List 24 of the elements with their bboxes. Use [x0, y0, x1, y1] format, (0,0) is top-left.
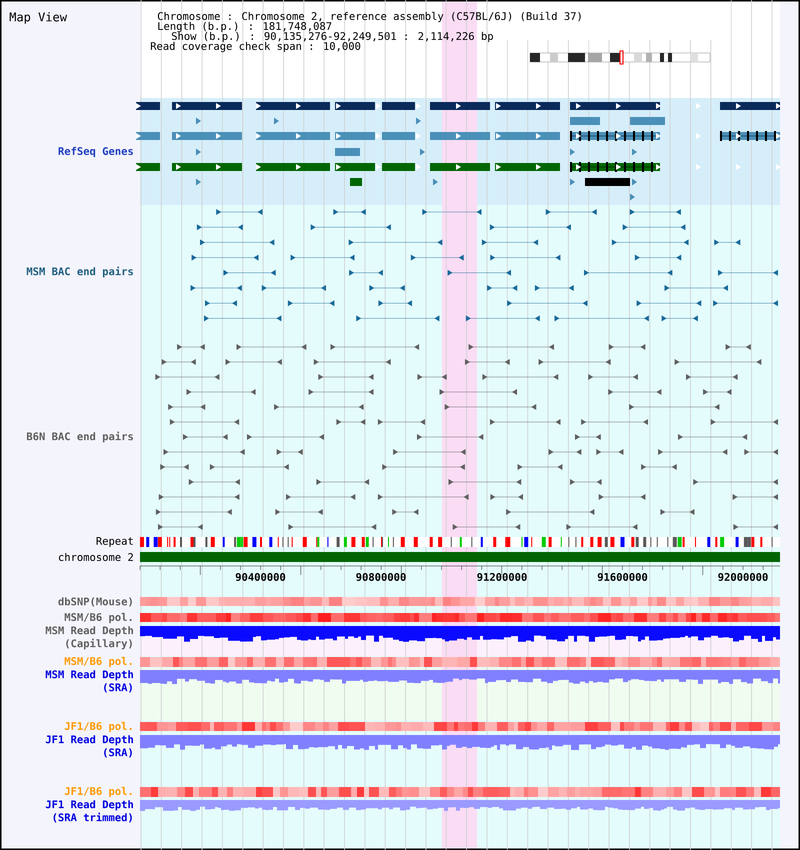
- header-text: Read coverage check span : 10,000: [150, 42, 360, 52]
- track-label: chromosome 2: [58, 552, 133, 562]
- header-text: Show (b.p.) : 90,135,276-92,249,501 : 2,114,226 bp: [172, 32, 493, 42]
- tick-label: 91600000: [598, 573, 648, 581]
- track-label: MSM Read Depth (SRA): [46, 670, 133, 693]
- track-label: B6N BAC end pairs: [26, 432, 133, 442]
- tick-label: 90800000: [356, 573, 406, 581]
- header-text: Chromosome : Chromosome 2, reference assembly (C57BL/6J) (Build 37): [158, 12, 581, 22]
- title: Map View: [10, 12, 67, 24]
- track-label: JF1 Read Depth (SRA): [46, 735, 133, 758]
- track-label: MSM BAC end pairs: [26, 266, 133, 278]
- tick-label: 92000000: [718, 573, 768, 581]
- track-label: JF1 Read Depth (SRA trimmed): [46, 800, 133, 823]
- track-label: JF1/B6 pol.: [64, 786, 132, 798]
- header-text: Length (b.p.) : 181,748,087: [158, 22, 332, 32]
- track-label: Repeat: [96, 537, 133, 547]
- track-label: JF1/B6 pol.: [64, 722, 132, 732]
- track-label: RefSeq Genes: [58, 146, 133, 158]
- track-label: dbSNP(Mouse): [58, 597, 132, 607]
- track-label: MSM Read Depth (Capillary): [46, 626, 133, 650]
- track-label: MSM/B6 pol.: [64, 612, 132, 624]
- tick-label: 90400000: [236, 573, 286, 581]
- track-label: MSM/B6 pol.: [64, 656, 132, 668]
- tick-label: 91200000: [477, 573, 527, 581]
